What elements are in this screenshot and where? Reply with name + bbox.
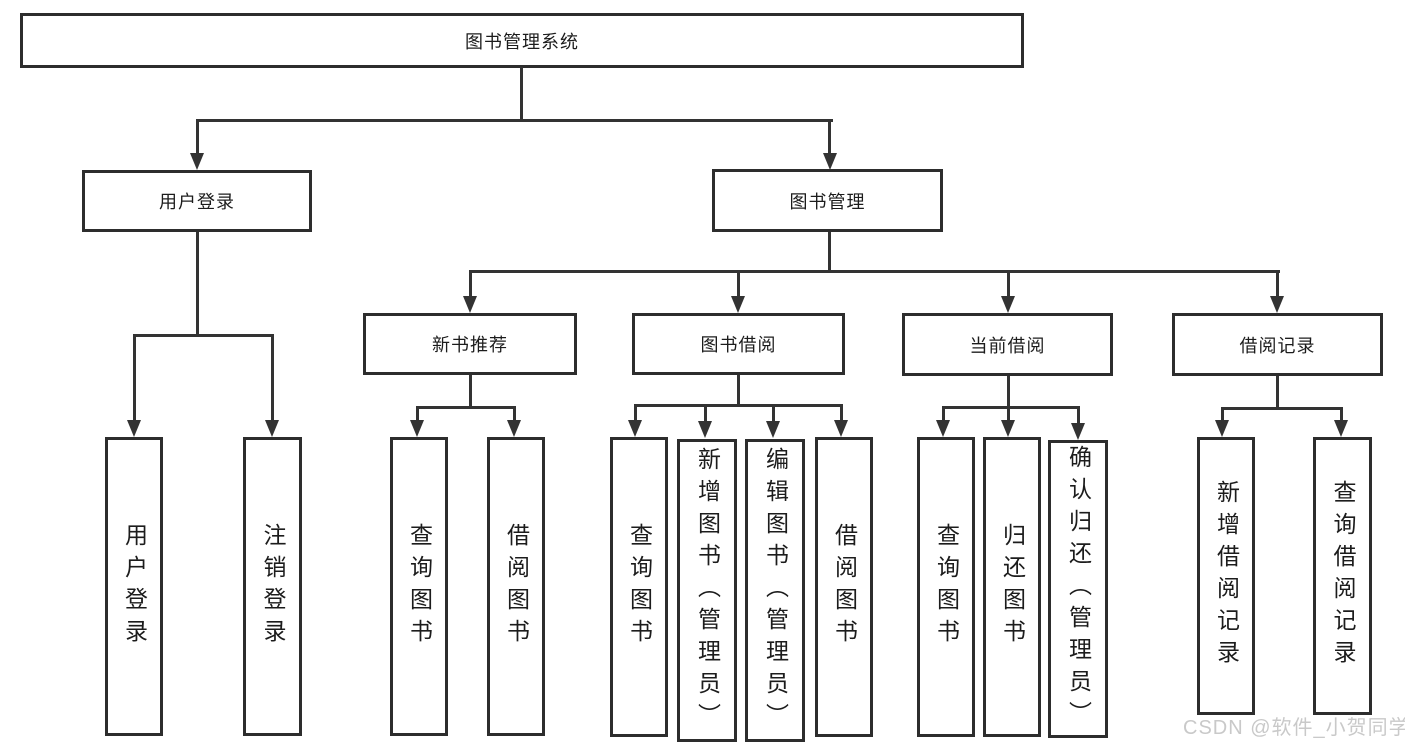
leaf-query-books-borrow-label: 查询图书	[626, 523, 653, 651]
arrow-down-icon	[410, 420, 424, 437]
connector-drop	[840, 404, 843, 421]
leaf-query-books-borrow: 查询图书	[610, 437, 668, 737]
connector-book-borrow-rail	[634, 404, 843, 407]
leaf-add-borrow-record: 新增借阅记录	[1197, 437, 1255, 715]
leaf-add-book-admin-label: 新增图书（管理员）	[694, 446, 721, 735]
leaf-query-books-recommend: 查询图书	[390, 437, 448, 736]
leaf-return-books: 归还图书	[983, 437, 1041, 737]
node-current-borrow: 当前借阅	[902, 313, 1113, 376]
connector-drop	[1077, 406, 1080, 424]
connector-current-borrow-rail	[942, 406, 1080, 409]
connector-root-stem	[520, 67, 523, 122]
connector-drop	[942, 406, 945, 421]
connector-current-borrow-stem	[1007, 376, 1010, 408]
leaf-borrow-books-label: 借阅图书	[831, 523, 858, 651]
leaf-edit-book-admin: 编辑图书（管理员）	[745, 439, 805, 742]
leaf-logout: 注销登录	[243, 437, 302, 736]
connector-drop-book-borrow	[737, 270, 740, 297]
node-user-login: 用户登录	[82, 170, 312, 232]
arrow-down-icon	[766, 421, 780, 438]
connector-drop	[1340, 407, 1343, 421]
arrow-down-icon	[265, 420, 279, 437]
node-borrow-records: 借阅记录	[1172, 313, 1383, 376]
leaf-edit-book-admin-label: 编辑图书（管理员）	[762, 446, 789, 735]
node-book-borrow: 图书借阅	[632, 313, 845, 375]
connector-drop-leaf-user-login	[133, 334, 136, 421]
node-borrow-records-label: 借阅记录	[1239, 335, 1316, 356]
node-new-book-recommend: 新书推荐	[363, 313, 577, 375]
connector-drop	[1007, 406, 1010, 421]
leaf-confirm-return-admin-label: 确认归还（管理员）	[1065, 445, 1092, 733]
node-book-borrow-label: 图书借阅	[700, 335, 777, 355]
node-current-borrow-label: 当前借阅	[969, 335, 1046, 356]
leaf-confirm-return-admin: 确认归还（管理员）	[1048, 440, 1108, 738]
leaf-borrow-books: 借阅图书	[815, 437, 873, 737]
leaf-user-login-label: 用户登录	[121, 522, 148, 651]
connector-drop-borrow-records	[1276, 270, 1279, 297]
connector-new-book-recommend-rail	[416, 406, 516, 409]
connector-drop-new-book-recommend	[469, 270, 472, 297]
leaf-add-book-admin: 新增图书（管理员）	[677, 439, 737, 742]
connector-drop-book-management	[828, 119, 831, 154]
arrow-down-icon	[1071, 423, 1085, 440]
arrow-down-icon	[834, 420, 848, 437]
node-book-management: 图书管理	[712, 169, 943, 232]
connector-drop	[704, 404, 707, 421]
connector-drop	[1221, 407, 1224, 421]
connector-book-management-stem	[828, 232, 831, 272]
node-book-management-label: 图书管理	[789, 191, 866, 212]
arrow-down-icon	[936, 420, 950, 437]
arrow-down-icon	[1270, 296, 1284, 313]
leaf-add-borrow-record-label: 新增借阅记录	[1213, 480, 1240, 672]
arrow-down-icon	[1001, 420, 1015, 437]
connector-new-book-recommend-stem	[469, 375, 472, 408]
leaf-user-login: 用户登录	[105, 437, 163, 736]
arrow-down-icon	[1215, 420, 1229, 437]
leaf-logout-label: 注销登录	[260, 522, 286, 651]
arrow-down-icon	[507, 420, 521, 437]
leaf-return-books-label: 归还图书	[999, 523, 1026, 651]
arrow-down-icon	[731, 296, 745, 313]
arrow-down-icon	[463, 296, 477, 313]
arrow-down-icon	[823, 153, 837, 170]
leaf-query-borrow-record: 查询借阅记录	[1313, 437, 1372, 715]
arrow-down-icon	[628, 420, 642, 437]
leaf-borrow-books-recommend-label: 借阅图书	[503, 522, 530, 651]
arrow-down-icon	[1334, 420, 1348, 437]
connector-user-login-rail	[133, 334, 274, 337]
leaf-query-books-current: 查询图书	[917, 437, 975, 737]
arrow-down-icon	[127, 420, 141, 437]
connector-book-borrow-stem	[737, 375, 740, 406]
node-user-login-label: 用户登录	[159, 192, 235, 212]
connector-drop	[634, 404, 637, 421]
connector-drop	[416, 406, 419, 421]
leaf-query-books-recommend-label: 查询图书	[406, 522, 433, 651]
arrow-down-icon	[190, 153, 204, 170]
leaf-borrow-books-recommend: 借阅图书	[487, 437, 545, 736]
connector-drop-current-borrow	[1007, 270, 1010, 297]
connector-drop	[513, 406, 516, 421]
connector-level3-rail	[469, 270, 1280, 273]
csdn-watermark: CSDN @软件_小贺同学	[1183, 717, 1405, 739]
node-root: 图书管理系统	[20, 13, 1024, 68]
connector-level2-rail	[196, 119, 833, 122]
connector-drop	[772, 404, 775, 421]
connector-drop-user-login	[196, 119, 199, 154]
connector-user-login-stem	[196, 232, 199, 336]
arrow-down-icon	[698, 421, 712, 438]
connector-borrow-records-stem	[1276, 376, 1279, 409]
leaf-query-books-current-label: 查询图书	[933, 523, 960, 651]
node-new-book-recommend-label: 新书推荐	[432, 335, 508, 355]
arrow-down-icon	[1001, 296, 1015, 313]
connector-borrow-records-rail	[1221, 407, 1343, 410]
connector-drop-leaf-logout	[271, 334, 274, 421]
leaf-query-borrow-record-label: 查询借阅记录	[1330, 480, 1356, 672]
node-root-label: 图书管理系统	[465, 31, 579, 52]
